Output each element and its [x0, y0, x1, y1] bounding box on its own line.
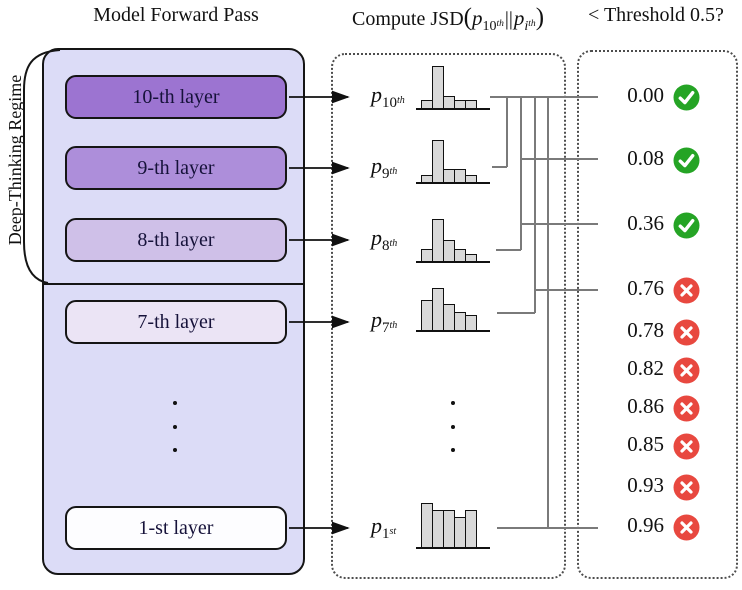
fail-badge	[673, 319, 700, 346]
ellipsis-dot	[451, 401, 455, 405]
jsd-value: 0.93	[627, 473, 664, 497]
ellipsis-dot	[451, 425, 455, 429]
cross-icon	[673, 433, 700, 459]
histogram-baseline	[416, 108, 490, 110]
threshold-panel-box	[577, 50, 738, 579]
pass-badge	[673, 212, 700, 239]
cross-icon	[673, 395, 700, 421]
dist-label-p10: p10th	[371, 82, 405, 111]
p-supscript: th	[496, 19, 504, 29]
jsd-separator: ||	[504, 8, 513, 30]
layer-box-8-th-layer: 8-th layer	[65, 218, 287, 262]
jsd-value: 0.82	[627, 356, 664, 380]
dist-label-sup: th	[389, 238, 398, 249]
jsd-value: 0.00	[627, 83, 664, 107]
regime-divider-line	[42, 283, 305, 285]
p-symbol: p	[513, 6, 525, 30]
dist-label-base: p	[371, 307, 382, 332]
cross-icon	[673, 277, 700, 303]
histogram-baseline	[416, 330, 490, 332]
ellipsis-dot	[451, 448, 455, 452]
dist-label-base: p	[371, 82, 382, 107]
histogram-p9	[421, 137, 483, 183]
histogram-p1	[421, 502, 483, 548]
jsd-value: 0.86	[627, 394, 664, 418]
title-compute-jsd: Compute JSD(p10th||pith)	[328, 4, 568, 34]
histogram-p10	[421, 63, 483, 109]
jsd-value: 0.96	[627, 513, 664, 537]
cross-icon	[673, 319, 700, 345]
p-subscript: 10	[482, 19, 497, 34]
dist-label-base: p	[371, 513, 382, 538]
cross-icon	[673, 514, 700, 540]
title-model-forward-pass: Model Forward Pass	[93, 4, 259, 26]
close-paren: )	[535, 4, 545, 31]
cross-icon	[673, 357, 700, 383]
fail-badge	[673, 395, 700, 422]
p-symbol: p	[472, 6, 483, 30]
layer-box-1-st-layer: 1-st layer	[65, 506, 287, 550]
check-icon	[673, 147, 700, 173]
dist-label-sup: th	[397, 95, 405, 106]
jsd-value: 0.85	[627, 432, 664, 456]
dist-label-sup: th	[389, 166, 398, 177]
dist-label-base: p	[371, 153, 382, 178]
open-paren: (	[463, 4, 472, 31]
fail-badge	[673, 433, 700, 460]
fail-badge	[673, 357, 700, 384]
fail-badge	[673, 514, 700, 541]
ellipsis-dot	[173, 401, 177, 405]
title-jsd-prefix: Compute JSD	[351, 8, 464, 30]
dist-label-p8: p8th	[371, 225, 398, 254]
fail-badge	[673, 474, 700, 501]
p-subscript: i	[524, 19, 529, 34]
dist-label-sup: st	[389, 526, 397, 537]
jsd-value: 0.08	[627, 146, 664, 170]
jsd-value: 0.78	[627, 318, 664, 342]
dist-label-sup: th	[389, 320, 398, 331]
histogram-p8	[421, 216, 483, 262]
check-icon	[673, 84, 700, 110]
histogram-baseline	[416, 547, 490, 549]
title-threshold: < Threshold 0.5?	[588, 4, 724, 26]
dist-label-base: p	[371, 225, 382, 250]
jsd-value: 0.76	[627, 276, 664, 300]
cross-icon	[673, 474, 700, 500]
dist-label-p1: p1st	[371, 513, 397, 542]
dist-label-sub: 8	[382, 238, 390, 254]
deep-thinking-regime-label: Deep-Thinking Regime	[5, 74, 25, 246]
pass-badge	[673, 84, 700, 111]
ellipsis-dot	[173, 425, 177, 429]
histogram-baseline	[416, 261, 490, 263]
dist-label-p9: p9th	[371, 153, 398, 182]
layer-box-7-th-layer: 7-th layer	[65, 300, 287, 344]
ellipsis-dot	[173, 448, 177, 452]
dist-label-sub: 7	[382, 320, 390, 336]
check-icon	[673, 212, 700, 238]
dist-label-sub: 9	[382, 166, 390, 182]
hist-bar	[465, 315, 477, 331]
hist-bar	[465, 510, 477, 548]
dist-label-sub: 10	[382, 95, 397, 111]
jsd-value: 0.36	[627, 211, 664, 235]
layer-box-9-th-layer: 9-th layer	[65, 146, 287, 190]
p-supscript: th	[528, 19, 536, 29]
histogram-baseline	[416, 182, 490, 184]
histogram-p7	[421, 285, 483, 331]
pass-badge	[673, 147, 700, 174]
dist-label-p7: p7th	[371, 307, 398, 336]
dist-label-sub: 1	[382, 526, 390, 542]
layer-box-10-th-layer: 10-th layer	[65, 75, 287, 119]
fail-badge	[673, 277, 700, 304]
